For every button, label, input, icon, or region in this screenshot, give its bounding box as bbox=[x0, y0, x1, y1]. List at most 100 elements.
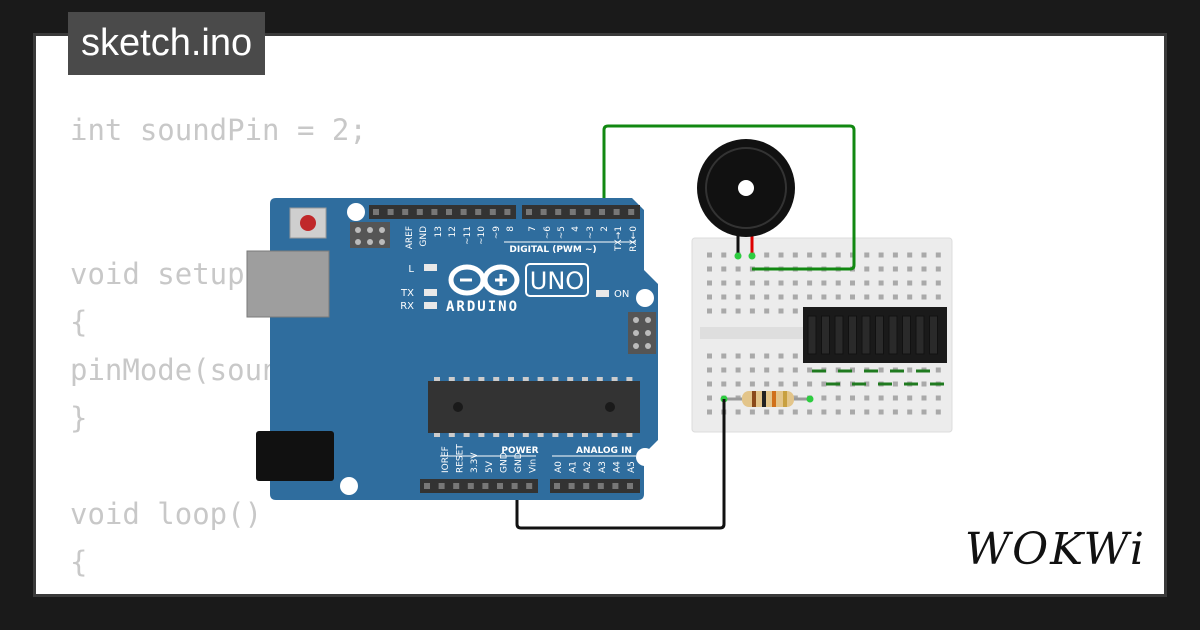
led-bar-legs bbox=[812, 369, 944, 386]
breadboard-hole bbox=[878, 266, 884, 272]
wire-pin2-to-buzzer[interactable] bbox=[602, 124, 856, 271]
pin-label: A4 bbox=[612, 461, 622, 473]
breadboard-hole bbox=[749, 367, 755, 373]
pin-label: IOREF bbox=[441, 446, 451, 473]
mount-hole bbox=[347, 203, 365, 221]
header-hole bbox=[431, 209, 438, 215]
chip-pin bbox=[626, 433, 633, 437]
led-bar-graph[interactable] bbox=[803, 307, 947, 386]
pin-label: A2 bbox=[583, 461, 593, 473]
header-hole bbox=[568, 483, 575, 489]
breadboard-hole bbox=[749, 308, 755, 314]
chip-pin bbox=[463, 377, 470, 381]
chip-pin bbox=[567, 433, 574, 437]
breadboard-hole bbox=[892, 252, 898, 258]
preview-card: int soundPin = 2; void setup() { pinMode… bbox=[33, 33, 1167, 597]
breadboard-hole bbox=[878, 367, 884, 373]
pin-label: RESET bbox=[456, 444, 466, 473]
breadboard-hole bbox=[864, 409, 870, 415]
breadboard-hole bbox=[735, 308, 741, 314]
led-tx-label: TX bbox=[400, 288, 414, 299]
chip-pin bbox=[434, 433, 440, 437]
pin-label: A3 bbox=[598, 461, 608, 473]
breadboard-hole bbox=[935, 409, 941, 415]
header-hole bbox=[373, 209, 379, 215]
breadboard-hole bbox=[807, 367, 813, 373]
breadboard-hole bbox=[707, 252, 712, 258]
chip-pin bbox=[537, 433, 544, 437]
breadboard-hole bbox=[878, 395, 884, 401]
chip-pin bbox=[508, 433, 514, 437]
pin-label: 12 bbox=[448, 226, 458, 237]
pin-label: ~6 bbox=[543, 226, 553, 240]
breadboard-hole bbox=[764, 252, 770, 258]
pin-label: ~11 bbox=[463, 226, 473, 245]
header-hole bbox=[569, 209, 576, 215]
led-segment bbox=[807, 315, 817, 355]
pin-label: 3.3V bbox=[470, 452, 480, 473]
breadboard-hole bbox=[907, 395, 913, 401]
breadboard-hole bbox=[807, 294, 813, 300]
breadboard-hole bbox=[778, 367, 784, 373]
chip-pin bbox=[582, 377, 588, 381]
breadboard-hole bbox=[921, 252, 927, 258]
header-hole bbox=[583, 483, 590, 489]
breadboard-hole bbox=[892, 409, 898, 415]
led-segment bbox=[888, 315, 898, 355]
breadboard-hole bbox=[707, 308, 712, 314]
led-segment bbox=[915, 315, 925, 355]
breadboard-hole bbox=[821, 252, 827, 258]
breadboard-hole bbox=[935, 367, 941, 373]
breadboard-hole bbox=[778, 280, 784, 286]
resistor[interactable] bbox=[720, 391, 814, 407]
header-hole bbox=[467, 483, 474, 489]
breadboard-hole bbox=[907, 409, 913, 415]
wire-gnd-to-resistor[interactable] bbox=[515, 399, 726, 530]
breadboard-hole bbox=[764, 367, 770, 373]
breadboard-hole bbox=[878, 409, 884, 415]
breadboard-hole bbox=[821, 280, 827, 286]
breadboard-hole bbox=[778, 294, 784, 300]
code-line: void loop() bbox=[70, 497, 263, 531]
file-tab[interactable]: sketch.ino bbox=[68, 12, 266, 75]
wokwi-logo[interactable]: WOKWi bbox=[964, 524, 1146, 575]
led-rx-label: RX bbox=[400, 301, 414, 312]
breadboard-hole bbox=[907, 367, 913, 373]
code-line: } bbox=[70, 401, 88, 435]
header-hole bbox=[424, 483, 430, 489]
breadboard-hole bbox=[850, 367, 855, 373]
breadboard-hole bbox=[807, 409, 813, 415]
header-hole bbox=[584, 209, 591, 215]
header-hole bbox=[627, 483, 633, 489]
chip-pin bbox=[493, 377, 500, 381]
chip-pin bbox=[493, 433, 500, 437]
mount-hole bbox=[636, 448, 654, 466]
chip-pin bbox=[626, 377, 633, 381]
breadboard-hole bbox=[907, 280, 913, 286]
pin-label: A0 bbox=[554, 461, 564, 473]
led-segment bbox=[848, 315, 857, 355]
pin-label: ~10 bbox=[477, 226, 487, 245]
breadboard-hole bbox=[735, 353, 741, 359]
code-editor[interactable]: int soundPin = 2; void setup() { pinMode… bbox=[70, 106, 524, 594]
led-on bbox=[596, 290, 609, 297]
breadboard-hole bbox=[907, 252, 913, 258]
breadboard-hole bbox=[721, 353, 727, 359]
header-hole bbox=[526, 209, 532, 215]
breadboard-hole bbox=[878, 294, 884, 300]
pin-label: RX←0 bbox=[629, 226, 639, 252]
led-segment bbox=[875, 315, 884, 355]
header-hole bbox=[387, 209, 394, 215]
buzzer[interactable] bbox=[697, 139, 795, 260]
power-jack bbox=[256, 431, 334, 481]
led-segment bbox=[902, 315, 911, 355]
breadboard-hole bbox=[878, 252, 884, 258]
arduino-logo-icon bbox=[448, 264, 520, 296]
breadboard-hole bbox=[850, 280, 855, 286]
digital-header-label: DIGITAL (PWM ~) bbox=[509, 245, 596, 255]
led-l-label: L bbox=[408, 264, 414, 275]
breadboard-hole bbox=[921, 409, 927, 415]
arduino-uno-board[interactable]: ARDUINO UNO L TX RX ON DIGITAL (PWM ~) P… bbox=[246, 198, 658, 500]
